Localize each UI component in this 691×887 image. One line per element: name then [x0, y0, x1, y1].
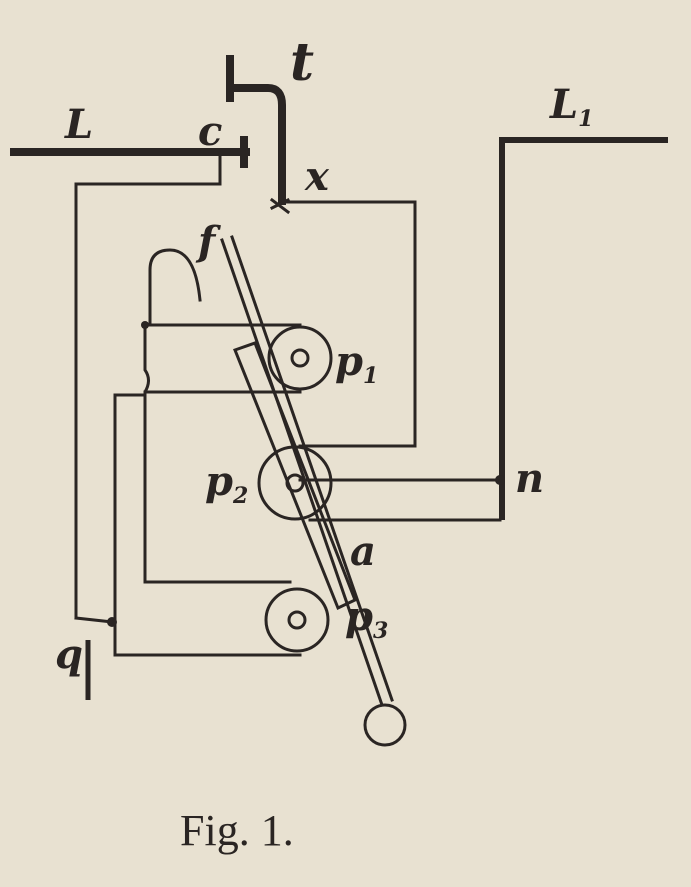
wire-left-outer — [74, 150, 222, 620]
label-n: n — [515, 455, 544, 502]
label-l1: L1 — [549, 81, 593, 132]
tube-a — [233, 341, 357, 611]
junction-n — [495, 475, 505, 485]
wire-p1 — [143, 323, 302, 394]
label-q: q — [55, 631, 83, 678]
wire-p3-top — [143, 323, 292, 584]
label-l: L — [64, 101, 93, 148]
label-p1: p1 — [335, 338, 378, 389]
label-x: x — [304, 153, 330, 200]
pulley-p3 — [264, 587, 330, 653]
line-l1 — [499, 137, 668, 520]
rod-edge — [230, 235, 394, 702]
figure-caption: Fig. 1. — [180, 806, 294, 855]
label-a: a — [350, 528, 376, 575]
label-c: c — [198, 108, 222, 155]
label-p3: p3 — [345, 593, 388, 644]
wire-p3-bottom — [113, 393, 302, 657]
rod — [220, 238, 384, 707]
wire-x — [284, 200, 417, 448]
spring-f — [148, 248, 202, 327]
pulley-p1-axle — [290, 348, 310, 368]
label-p2: p2 — [205, 458, 248, 509]
label-f: f — [195, 218, 221, 265]
junction-p1 — [141, 321, 149, 329]
pulley-p1 — [267, 325, 333, 391]
pulley-p3-axle — [287, 610, 307, 630]
key-t-arm — [232, 84, 286, 205]
label-t: t — [290, 32, 314, 93]
weight-ball — [363, 703, 407, 747]
wire-q — [74, 616, 114, 624]
